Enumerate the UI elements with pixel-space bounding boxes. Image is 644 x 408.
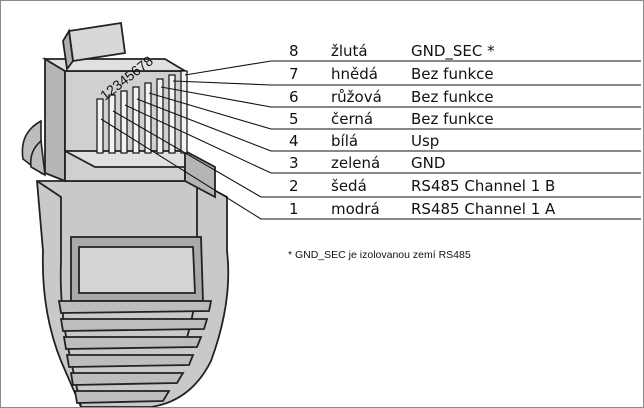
pin-number: 7 [289,65,299,83]
pin-function: GND_SEC * [411,42,495,60]
pin-number: 1 [289,200,299,218]
footnote: * GND_SEC je izolovanou zemí RS485 [288,249,471,261]
wire-color: zelená [331,154,381,172]
wire-color: modrá [331,200,380,218]
pin-number: 3 [289,154,299,172]
pin-function: Usp [411,132,440,150]
wire-color: bílá [331,132,359,150]
pin-number: 4 [289,132,299,150]
pin-function: Bez funkce [411,110,494,128]
wire-color: hnědá [331,65,378,83]
pin-function: RS485 Channel 1 B [411,177,556,195]
wire-color: žlutá [331,42,368,60]
cable-boot-back [21,119,46,177]
plug-body [41,21,216,199]
pin-function: Bez funkce [411,65,494,83]
pin-function: Bez funkce [411,88,494,106]
strain-relief-boot [36,180,230,407]
pin-number: 8 [289,42,299,60]
pin-number: 6 [289,88,299,106]
leader-lines [100,60,641,220]
pin-number: 5 [289,110,299,128]
pin-number: 2 [289,177,299,195]
plug-contacts [96,70,188,154]
pin-function: GND [411,154,446,172]
pin-function: RS485 Channel 1 A [411,200,556,218]
wire-color: růžová [331,88,382,106]
wire-color: šedá [331,177,367,195]
wire-color: černá [331,110,374,128]
